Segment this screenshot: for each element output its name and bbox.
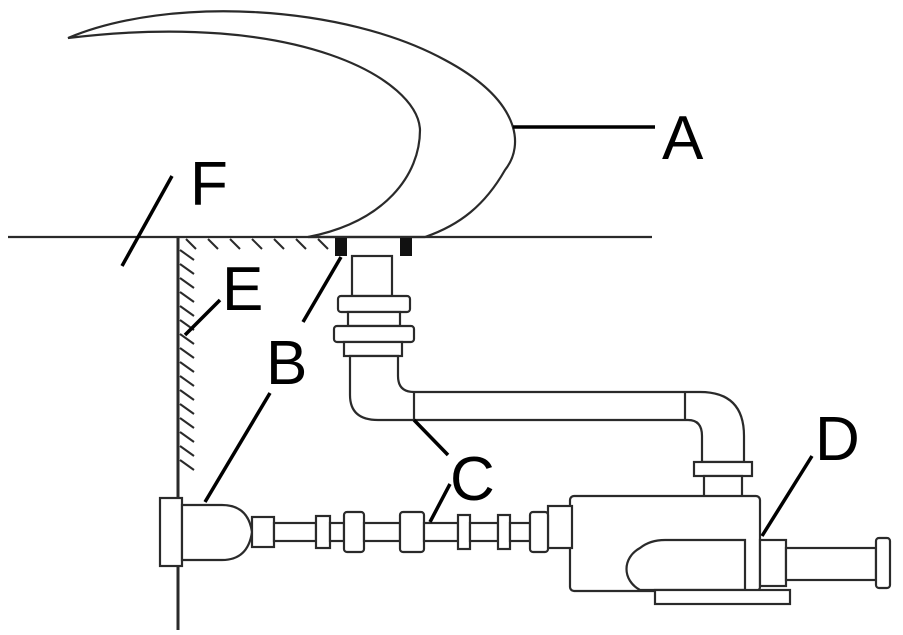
- cable-segment-4: [362, 521, 402, 543]
- counter-hatching: [185, 238, 329, 250]
- wall-hatch-line: [179, 249, 195, 261]
- label-e: E: [222, 255, 263, 324]
- valve-base: [653, 588, 792, 606]
- counter-hatch-line: [251, 238, 263, 250]
- leader-b-upper: [301, 256, 343, 323]
- wall-hatch-line: [179, 431, 195, 443]
- counter-hatch-line: [185, 238, 197, 250]
- wall-hatch-line: [179, 305, 195, 317]
- wall-hatch-line: [179, 375, 195, 387]
- wall-hatch-line: [179, 291, 195, 303]
- cable-connector-3: [398, 510, 426, 554]
- label-b-upper: B: [266, 329, 307, 398]
- cable-segment-1: [250, 515, 276, 549]
- riser-pipe: [702, 474, 744, 500]
- label-f: F: [190, 150, 228, 219]
- wall-hatch-line: [179, 361, 195, 373]
- counter-hatch-line: [295, 238, 307, 250]
- riser-coupling-1: [692, 460, 754, 478]
- wall-hatch-line: [179, 347, 195, 359]
- cable-segment-6: [468, 521, 500, 543]
- valve-actuator: [625, 538, 747, 592]
- sensor-body: [180, 503, 254, 562]
- cable-segment-2: [272, 521, 318, 543]
- wall-hatch-line: [179, 277, 195, 289]
- shank-sleeve: [346, 310, 402, 328]
- leader-e: [183, 298, 222, 337]
- wall-hatch-line: [179, 389, 195, 401]
- wall-hatch-line: [179, 417, 195, 429]
- wall-hatch-line: [179, 263, 195, 275]
- valve-outlet-pipe: [784, 546, 878, 582]
- wall-hatching: [179, 249, 195, 471]
- sensor-flange: [158, 496, 184, 568]
- mount-bolt-left: [335, 238, 347, 256]
- valve-inlet-port: [546, 504, 574, 550]
- faucet-shank: [350, 254, 394, 298]
- shank-nut-upper: [336, 294, 412, 314]
- mount-bolt-right: [400, 238, 412, 256]
- label-a: A: [662, 104, 704, 173]
- faucet-spout: [67, 10, 517, 239]
- shank-nut-lower: [332, 324, 416, 344]
- supply-pipe: [348, 354, 746, 464]
- valve-outlet: [758, 538, 788, 588]
- wall-hatch-line: [179, 459, 195, 471]
- leader-d: [760, 455, 814, 537]
- counter-hatch-line: [317, 238, 329, 250]
- wall-hatch-line: [179, 333, 195, 345]
- cable-connector-2: [342, 510, 366, 554]
- shank-coupling: [342, 340, 404, 358]
- counter-hatch-line: [229, 238, 241, 250]
- wall-hatch-line: [179, 403, 195, 415]
- leader-b-lower: [203, 392, 272, 503]
- cable-segment-5: [422, 521, 460, 543]
- cable-segment-3: [328, 521, 346, 543]
- wall-hatch-line: [179, 445, 195, 457]
- leader-c-lower: [428, 483, 452, 523]
- cable-connector-5: [496, 513, 512, 551]
- cable-segment-7: [508, 521, 532, 543]
- cable-connector-4: [456, 513, 472, 551]
- counter-hatch-line: [207, 238, 219, 250]
- valve-outlet-cap: [874, 536, 892, 590]
- cable-connector-1: [314, 514, 332, 550]
- label-d: D: [815, 405, 860, 474]
- cable-connector-6: [528, 510, 550, 554]
- counter-hatch-line: [273, 238, 285, 250]
- leader-f: [120, 175, 174, 267]
- label-c: C: [450, 445, 495, 514]
- leader-c-upper: [412, 418, 450, 457]
